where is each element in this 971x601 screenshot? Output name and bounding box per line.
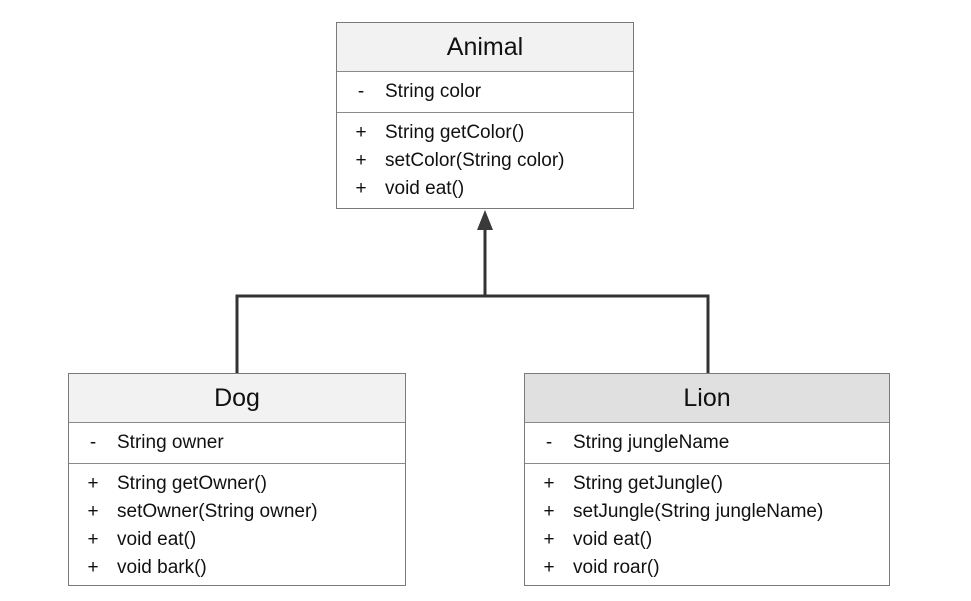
visibility-marker: +: [87, 557, 99, 578]
method-text: void eat(): [573, 529, 653, 550]
class-lion: Lion - String jungleName + String getJun…: [524, 373, 890, 586]
visibility-marker: +: [543, 557, 555, 578]
attribute-text: String color: [385, 81, 482, 102]
visibility-marker: +: [87, 473, 99, 494]
method-row: + void eat(): [69, 526, 405, 554]
class-name: Lion: [525, 374, 889, 422]
method-text: setOwner(String owner): [117, 501, 318, 522]
methods-section: + String getColor() + setColor(String co…: [337, 112, 633, 209]
method-text: void eat(): [385, 178, 465, 199]
method-text: setColor(String color): [385, 150, 565, 171]
attributes-section: - String color: [337, 71, 633, 112]
visibility-marker: +: [355, 122, 367, 143]
class-name: Dog: [69, 374, 405, 422]
attributes-section: - String owner: [69, 422, 405, 463]
visibility-marker: -: [357, 81, 365, 102]
attributes-section: - String jungleName: [525, 422, 889, 463]
method-text: void bark(): [117, 557, 207, 578]
method-text: String getOwner(): [117, 473, 267, 494]
attribute-text: String owner: [117, 432, 224, 453]
method-row: + setOwner(String owner): [69, 498, 405, 526]
attribute-row: - String color: [337, 78, 633, 106]
method-row: + setJungle(String jungleName): [525, 498, 889, 526]
visibility-marker: +: [543, 529, 555, 550]
attribute-row: - String jungleName: [525, 429, 889, 457]
method-row: + String getJungle(): [525, 470, 889, 498]
visibility-marker: +: [87, 529, 99, 550]
method-row: + void roar(): [525, 554, 889, 582]
method-text: setJungle(String jungleName): [573, 501, 824, 522]
visibility-marker: +: [543, 473, 555, 494]
method-row: + void bark(): [69, 554, 405, 582]
visibility-marker: +: [355, 150, 367, 171]
class-name: Animal: [337, 23, 633, 71]
method-text: void eat(): [117, 529, 197, 550]
visibility-marker: -: [89, 432, 97, 453]
method-row: + String getOwner(): [69, 470, 405, 498]
visibility-marker: +: [543, 501, 555, 522]
class-animal: Animal - String color + String getColor(…: [336, 22, 634, 209]
attribute-row: - String owner: [69, 429, 405, 457]
method-row: + void eat(): [525, 526, 889, 554]
method-row: + void eat(): [337, 175, 633, 203]
class-dog: Dog - String owner + String getOwner() +…: [68, 373, 406, 586]
inheritance-arrowhead-icon: [477, 210, 493, 230]
methods-section: + String getJungle() + setJungle(String …: [525, 463, 889, 588]
method-text: String getJungle(): [573, 473, 723, 494]
visibility-marker: +: [87, 501, 99, 522]
methods-section: + String getOwner() + setOwner(String ow…: [69, 463, 405, 588]
visibility-marker: -: [545, 432, 553, 453]
attribute-text: String jungleName: [573, 432, 730, 453]
method-text: void roar(): [573, 557, 660, 578]
method-text: String getColor(): [385, 122, 525, 143]
method-row: + setColor(String color): [337, 147, 633, 175]
connector-branch: [235, 294, 710, 374]
visibility-marker: +: [355, 178, 367, 199]
method-row: + String getColor(): [337, 119, 633, 147]
